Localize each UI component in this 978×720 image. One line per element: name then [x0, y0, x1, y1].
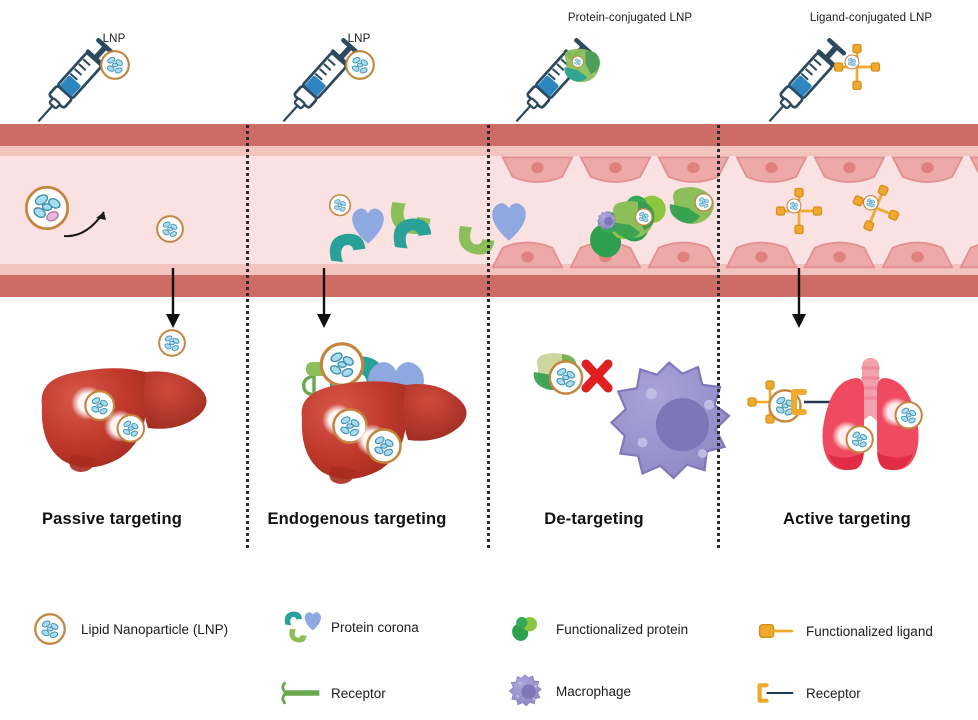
ligand-conjugated-lnp-icon — [833, 43, 881, 91]
syringe-passive-icon — [34, 28, 144, 138]
legend-item-macrophage: Macrophage — [503, 674, 631, 708]
blocked-cross — [581, 359, 613, 393]
lnp-icon-below-arrow-passive — [158, 329, 186, 357]
protein-corona-icon — [278, 610, 322, 644]
caption-active-targeting: Active targeting — [783, 510, 911, 528]
legend-label-macrophage: Macrophage — [556, 683, 632, 699]
divider-3 — [717, 125, 720, 548]
functionalized-ligand-icon — [753, 614, 797, 648]
liver-passive — [41, 368, 207, 472]
endogenous-vessel-contents — [262, 180, 462, 250]
syringe-endogenous-icon — [279, 28, 389, 138]
legend-label-functionalized-protein: Functionalized protein — [556, 621, 689, 637]
legend-item-receptor-green: Receptor — [278, 676, 386, 710]
arrow-passive — [166, 268, 180, 328]
caption-passive-targeting: Passive targeting — [41, 510, 183, 528]
liver-endogenous — [301, 332, 467, 484]
ligand-lnp-vessel-2 — [852, 184, 900, 232]
legend: Lipid Nanoparticle (LNP) Protein corona … — [0, 596, 978, 720]
legend-label-protein-corona: Protein corona — [331, 619, 419, 635]
legend-label-receptor-green: Receptor — [331, 685, 386, 701]
arrow-endogenous — [317, 268, 331, 328]
lnp-icon-vessel-passive-small — [156, 215, 184, 243]
macrophage-detargeting — [533, 353, 703, 484]
label-lnp-passive: LNP — [102, 33, 126, 45]
legend-item-functionalized-protein: Functionalized protein — [503, 612, 688, 646]
legend-item-lnp: Lipid Nanoparticle (LNP) — [28, 612, 228, 646]
extravasation-arrow — [63, 211, 106, 238]
legend-label-receptor-orange: Receptor — [806, 685, 861, 701]
receptor-green-icon — [278, 676, 322, 710]
functionalized-protein-icon — [503, 612, 547, 646]
divider-2 — [487, 125, 490, 548]
caption-endogenous-targeting: Endogenous targeting — [267, 510, 447, 528]
caption-de-targeting: De-targeting — [544, 510, 644, 528]
legend-item-receptor-orange: Receptor — [753, 676, 861, 710]
receptor-orange-icon — [753, 676, 797, 710]
lnp-icon-endogenous-top — [345, 50, 375, 80]
detargeting-vessel-contents — [526, 187, 714, 254]
legend-item-protein-corona: Protein corona — [278, 610, 419, 644]
label-protein-conjugated-lnp: Protein-conjugated LNP — [567, 12, 693, 24]
label-ligand-conjugated-lnp: Ligand-conjugated LNP — [809, 12, 933, 24]
lungs-active — [747, 358, 959, 471]
lnp-icon-passive-top — [100, 50, 130, 80]
ligand-lnp-vessel-1 — [775, 187, 823, 235]
macrophage-icon — [503, 674, 547, 708]
protein-conjugated-lnp-icon — [564, 48, 601, 83]
divider-1 — [246, 125, 249, 548]
lnp-icon — [28, 612, 72, 646]
arrow-active — [792, 268, 806, 328]
legend-label-functionalized-ligand: Functionalized ligand — [806, 623, 933, 639]
label-lnp-endogenous: LNP — [347, 33, 371, 45]
legend-item-functionalized-ligand: Functionalized ligand — [753, 614, 933, 648]
legend-label-lnp: Lipid Nanoparticle (LNP) — [81, 621, 229, 637]
